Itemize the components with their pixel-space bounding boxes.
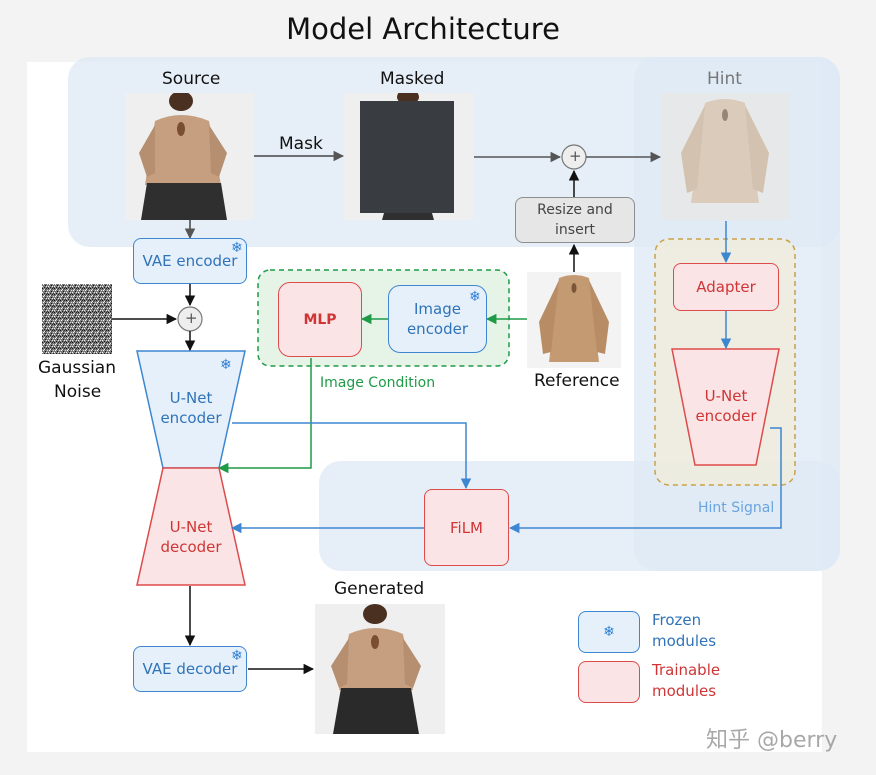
- hint-signal-label: Hint Signal: [698, 500, 775, 516]
- diagram-title: Model Architecture: [286, 12, 560, 46]
- reference-label: Reference: [534, 371, 620, 391]
- film-box: FiLM: [424, 489, 509, 566]
- legend-snowflake-icon: ❄: [603, 624, 615, 640]
- reference-image: [527, 272, 621, 368]
- hint-image: [661, 93, 790, 220]
- vae-decoder-snowflake-icon: ❄: [231, 648, 243, 664]
- vae-encoder-box: VAE encoder: [133, 238, 247, 284]
- gaussian-noise-image: [42, 284, 112, 354]
- resize-label-line1: Resize and: [537, 202, 613, 218]
- masked-image: [344, 93, 473, 220]
- unet-encoder-label: U-Net encoder: [141, 388, 241, 428]
- mlp-box: MLP: [278, 282, 362, 357]
- source-label: Source: [162, 69, 221, 89]
- image-condition-label: Image Condition: [320, 375, 436, 391]
- film-label: FiLM: [449, 518, 483, 537]
- noise-label: Noise: [54, 382, 102, 402]
- resize-insert-box: Resize and insert: [515, 197, 635, 243]
- vae-encoder-label: VAE encoder: [142, 252, 238, 270]
- vae-encoder-snowflake-icon: ❄: [231, 240, 243, 256]
- mlp-label: MLP: [303, 311, 337, 328]
- resize-label-line2: insert: [555, 222, 595, 238]
- vae-decoder-box: VAE decoder: [133, 646, 247, 692]
- mask-label: Mask: [279, 134, 323, 154]
- generated-label: Generated: [334, 579, 425, 599]
- image-encoder-box: Image encoder: [388, 285, 487, 353]
- arrow-unet-encoder-to-film: [232, 422, 472, 490]
- source-image: [125, 93, 254, 220]
- arrow-mlp-to-unet: [217, 358, 312, 474]
- masked-label: Masked: [380, 69, 445, 89]
- plus-symbol-latent: +: [185, 309, 198, 327]
- unet-encoder-snowflake-icon: ❄: [220, 357, 232, 373]
- legend-frozen-line1: Frozen: [652, 611, 702, 629]
- legend-frozen-line2: modules: [652, 632, 717, 650]
- legend-trainable-line1: Trainable: [652, 661, 721, 679]
- hint-unet-label-line1: U-Net: [704, 387, 748, 405]
- hint-unet-label-line2: encoder: [695, 407, 757, 425]
- legend-trainable-swatch: [578, 661, 640, 703]
- generated-image: [315, 604, 445, 734]
- hint-unet-label: U-Net encoder: [676, 386, 776, 426]
- plus-symbol-hint: +: [569, 147, 582, 165]
- unet-encoder-label-line1: U-Net: [169, 389, 213, 407]
- unet-decoder-label: U-Net decoder: [141, 517, 241, 557]
- hint-label: Hint: [707, 69, 742, 89]
- adapter-label: Adapter: [696, 278, 756, 296]
- gaussian-label: Gaussian: [38, 358, 116, 378]
- unet-decoder-shape: [136, 467, 246, 586]
- watermark: 知乎 @berry: [706, 728, 838, 753]
- image-encoder-label-line1: Image: [414, 300, 461, 318]
- legend-frozen-swatch: ❄: [578, 611, 640, 653]
- unet-decoder-label-line1: U-Net: [169, 518, 213, 536]
- image-encoder-snowflake-icon: ❄: [469, 289, 481, 305]
- arrow-hint-signal: [508, 427, 782, 534]
- adapter-box: Adapter: [673, 263, 779, 311]
- hint-unet-shape: [671, 348, 780, 466]
- image-encoder-label-line2: encoder: [406, 320, 469, 338]
- legend-trainable-line2: modules: [652, 682, 717, 700]
- vae-decoder-label: VAE decoder: [142, 660, 238, 678]
- unet-decoder-label-line2: decoder: [160, 538, 222, 556]
- unet-encoder-label-line2: encoder: [160, 409, 222, 427]
